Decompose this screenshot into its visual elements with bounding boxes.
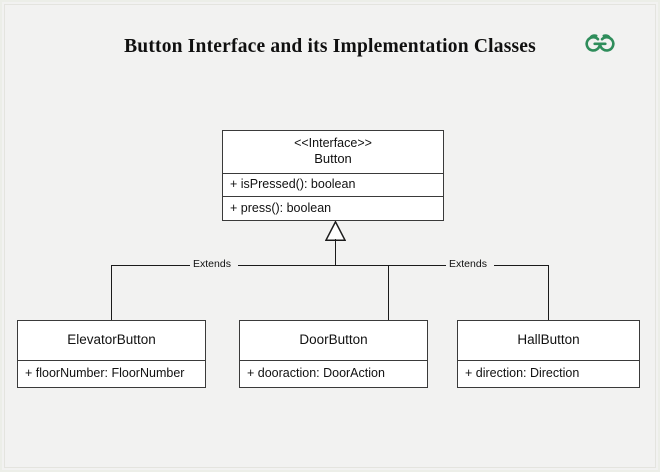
class-attribute-hallbutton-0: + direction: Direction — [458, 360, 639, 387]
connector-drop-elevator — [110, 264, 112, 321]
page-title: Button Interface and its Implementation … — [124, 36, 536, 57]
class-box-hallbutton[interactable]: HallButton + direction: Direction — [457, 320, 640, 388]
class-name-hallbutton: HallButton — [517, 332, 580, 348]
class-box-elevatorbutton[interactable]: ElevatorButton + floorNumber: FloorNumbe… — [17, 320, 206, 388]
class-attribute-doorbutton-0: + dooraction: DoorAction — [240, 360, 427, 387]
geeksforgeeks-logo — [578, 26, 622, 58]
interface-box-button[interactable]: <<Interface>> Button + isPressed(): bool… — [222, 130, 444, 221]
connector-bus-left-b — [238, 264, 446, 266]
interface-method-1: + press(): boolean — [223, 196, 443, 220]
class-box-doorbutton[interactable]: DoorButton + dooraction: DoorAction — [239, 320, 428, 388]
connector-bus-left-a — [111, 264, 190, 266]
class-attribute-elevatorbutton-0: + floorNumber: FloorNumber — [18, 360, 205, 387]
connector-bus-right-b — [494, 264, 549, 266]
connector-drop-hall — [547, 264, 549, 321]
edge-label-extends-right: Extends — [446, 259, 490, 270]
class-name-elevatorbutton: ElevatorButton — [67, 332, 156, 348]
class-name-doorbutton: DoorButton — [299, 332, 368, 348]
interface-method-0: + isPressed(): boolean — [223, 172, 443, 197]
edge-label-extends-left: Extends — [190, 259, 234, 270]
inheritance-triangle-icon — [324, 220, 347, 241]
interface-header: <<Interface>> Button — [223, 131, 443, 173]
interface-stereotype: <<Interface>> — [294, 135, 372, 150]
connector-stem-interface — [334, 239, 337, 266]
interface-name: Button — [314, 151, 352, 167]
connector-drop-door — [387, 264, 389, 321]
